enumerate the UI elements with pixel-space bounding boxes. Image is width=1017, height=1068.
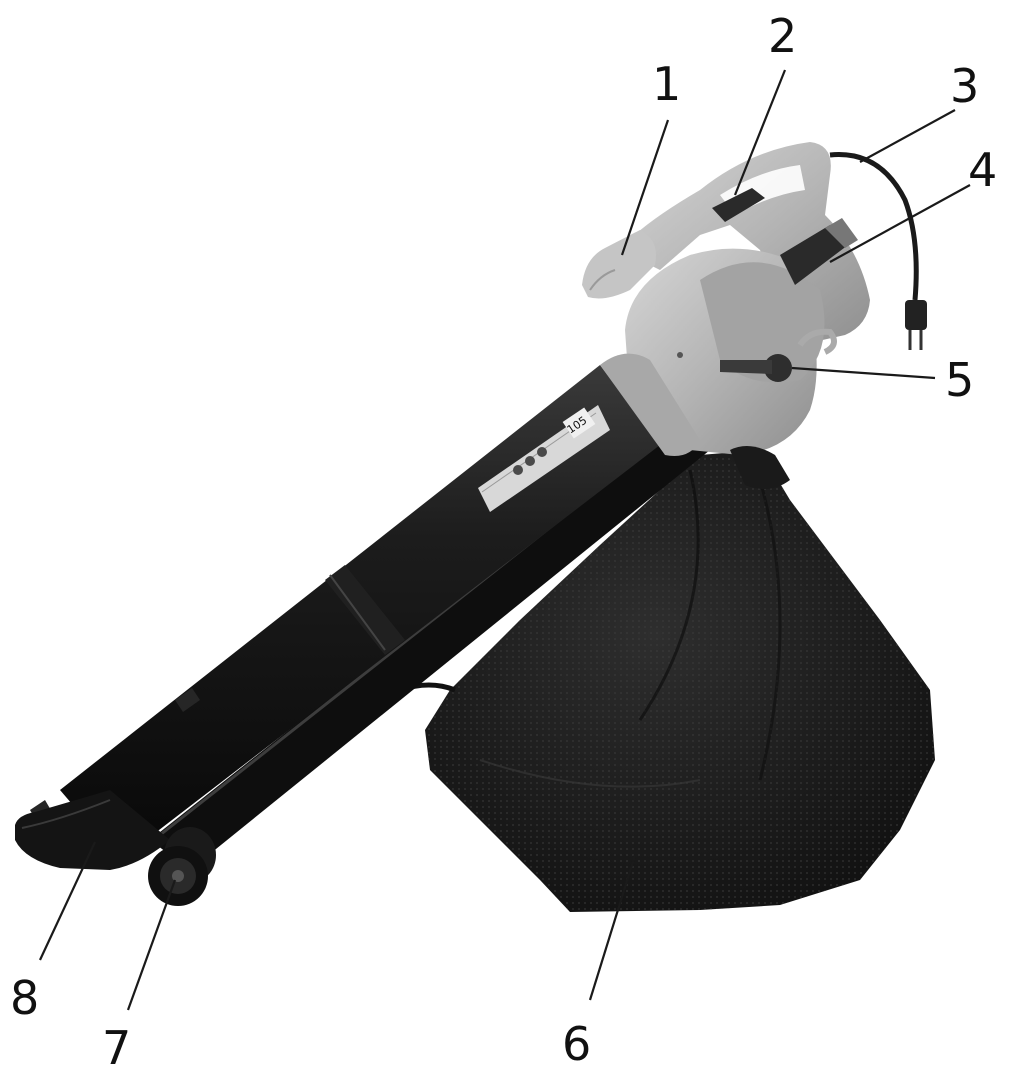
product-label: 105 — [478, 405, 610, 512]
leader-2 — [733, 69, 787, 196]
callout-3: 3 — [950, 59, 979, 113]
leader-8 — [39, 841, 96, 961]
mode-selector-lever — [720, 354, 792, 382]
motor-housing — [582, 142, 870, 489]
suction-nozzle — [15, 790, 170, 870]
callout-2: 2 — [768, 9, 797, 63]
main-tube: 105 — [30, 365, 660, 860]
power-cord — [829, 152, 927, 350]
callout-numbers: 1 2 3 4 5 6 7 8 — [10, 9, 997, 1068]
callout-8: 8 — [10, 971, 39, 1025]
leader-5 — [791, 366, 936, 380]
collection-bag — [399, 450, 935, 912]
leader-7 — [126, 879, 177, 1011]
callout-1: 1 — [652, 57, 681, 111]
callout-7: 7 — [102, 1021, 131, 1068]
wheel — [148, 827, 216, 906]
leader-4 — [829, 184, 971, 263]
leader-lines — [39, 69, 971, 1011]
callout-4: 4 — [968, 143, 997, 197]
callout-5: 5 — [945, 353, 974, 407]
leader-6 — [588, 854, 637, 1001]
leader-1 — [620, 119, 670, 256]
callout-6: 6 — [562, 1017, 591, 1068]
leader-3 — [859, 109, 956, 163]
